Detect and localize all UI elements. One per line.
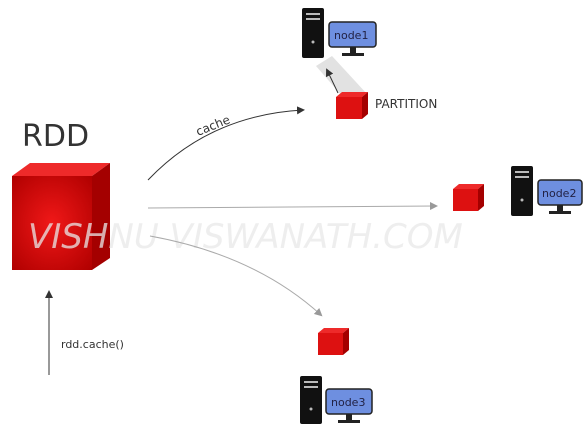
partition-label: PARTITION bbox=[375, 97, 437, 111]
cache-arrow-label: cache bbox=[194, 112, 232, 138]
partition-cube-2 bbox=[453, 184, 484, 211]
cache-arrow-node1 bbox=[147, 106, 305, 181]
node3-label: node3 bbox=[331, 396, 365, 409]
partition-cube-1 bbox=[336, 92, 368, 119]
partition-cube-3 bbox=[318, 328, 349, 355]
rdd-title: RDD bbox=[22, 119, 89, 154]
server-tower-icon bbox=[511, 166, 533, 216]
server-tower-icon bbox=[302, 8, 324, 58]
node2: node2 bbox=[511, 166, 583, 216]
arrow-node2 bbox=[147, 202, 438, 211]
cache-call-label: rdd.cache() bbox=[61, 338, 124, 351]
server-tower-icon bbox=[300, 376, 322, 424]
arrow-node3 bbox=[149, 235, 323, 317]
node2-label: node2 bbox=[542, 187, 576, 200]
node3: node3 bbox=[300, 376, 373, 424]
node1: node1 bbox=[302, 8, 377, 58]
watermark: VISHNU VISWANATH.COM bbox=[28, 217, 463, 257]
monitor-icon bbox=[328, 21, 377, 56]
monitor-icon bbox=[325, 388, 373, 423]
monitor-icon bbox=[537, 179, 583, 214]
rdd-cube bbox=[12, 163, 110, 270]
node1-label: node1 bbox=[334, 29, 368, 42]
partition-arrow bbox=[325, 68, 339, 94]
